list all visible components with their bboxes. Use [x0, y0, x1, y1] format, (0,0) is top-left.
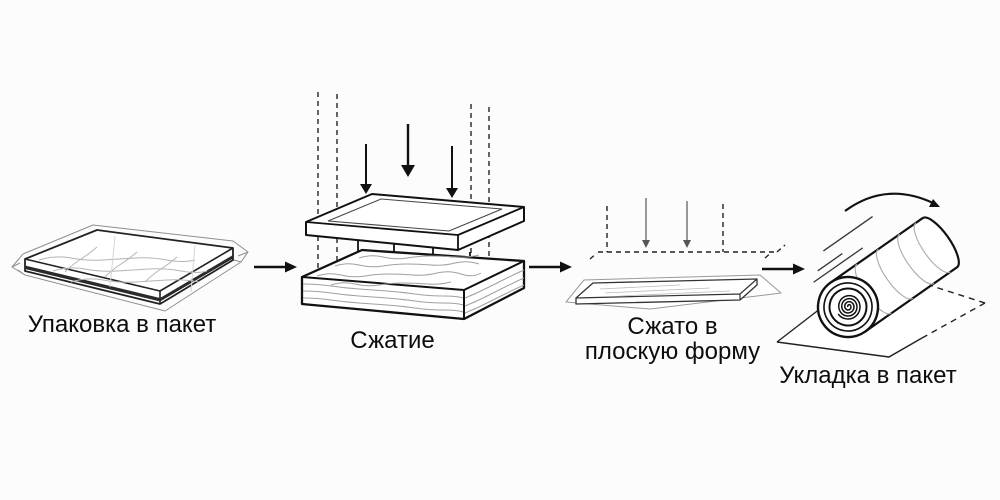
- step-3-label: Сжато в плоскую форму: [584, 313, 761, 365]
- mattress-roll: [813, 216, 960, 339]
- mattress-in-bag-illustration: [11, 224, 249, 312]
- roll-band-lines: [854, 222, 951, 315]
- compression-press-illustration: [300, 92, 526, 321]
- bag-crinkles: [109, 235, 196, 293]
- flow-arrow-icon: [254, 261, 297, 273]
- flow-arrow-icon: [762, 263, 805, 275]
- quilting-lines: [38, 246, 208, 283]
- mattress-body: [300, 248, 526, 321]
- rolling-motion-lines: [813, 216, 873, 283]
- mattress-body: [24, 229, 234, 305]
- step-4-label: Укладка в пакет: [779, 362, 957, 389]
- slab-streak-lines: [599, 284, 731, 297]
- flattened-mattress-illustration: [565, 198, 786, 310]
- press-down-arrows: [365, 124, 453, 190]
- roll-spiral: [837, 294, 861, 320]
- rolled-mattress-illustration: [776, 192, 986, 358]
- mattress-side-stripe: [25, 255, 233, 302]
- step-2-label: Сжатие: [350, 327, 435, 354]
- ghost-press-dashed-outline: [589, 204, 786, 260]
- compression-arrows: [645, 198, 688, 242]
- step-1-label: Упаковка в пакет: [27, 311, 217, 338]
- rolling-direction-arrow: [844, 192, 940, 212]
- flat-mattress-slab: [575, 278, 758, 305]
- flow-arrow-icon: [529, 261, 572, 273]
- mattress-texture-lines: [302, 254, 525, 314]
- bag-outline: [11, 224, 249, 312]
